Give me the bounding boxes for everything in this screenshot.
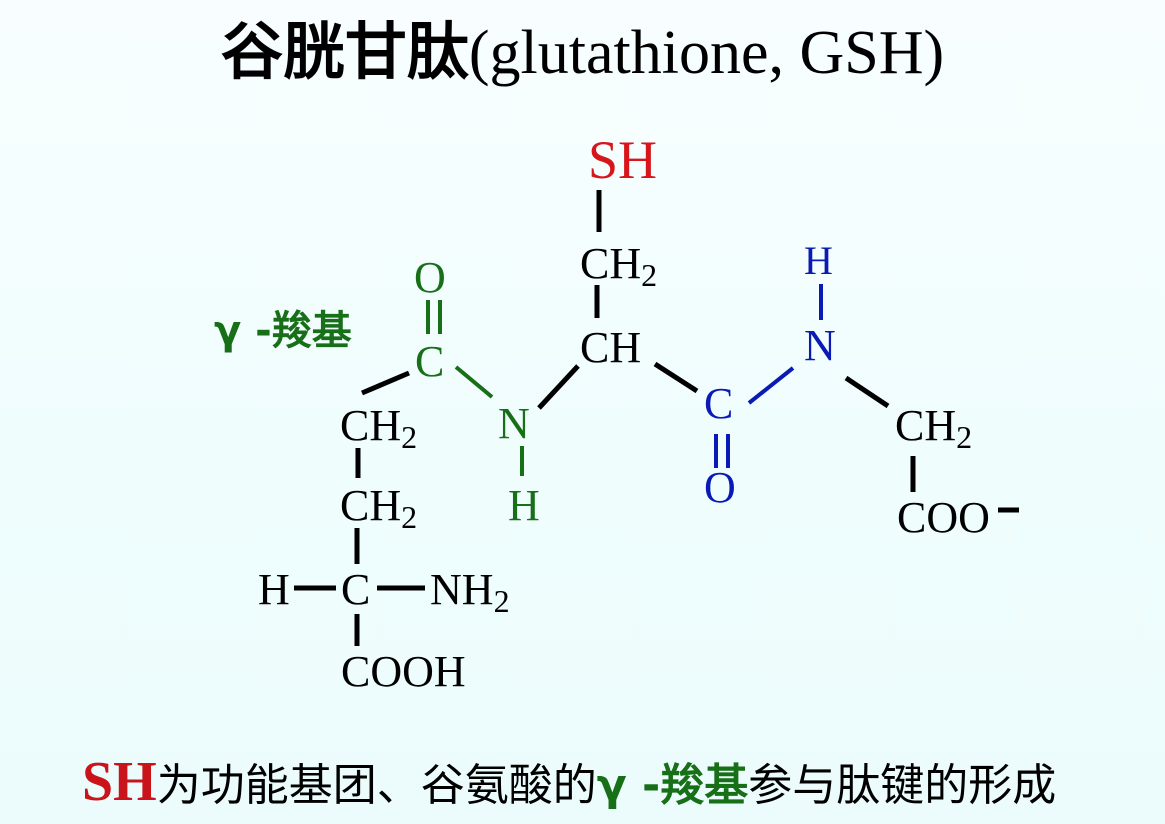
gamma-o: O: [414, 253, 446, 302]
caption: SH为功能基团、谷氨酸的γ -羧基参与肽键的形成: [82, 752, 1056, 816]
glu-cooh: COOH: [341, 647, 466, 696]
caption-gamma: γ -羧基: [596, 760, 749, 811]
gamma-c: C: [415, 337, 444, 386]
glu-nh2: NH2: [430, 565, 510, 619]
bond-c-n-blue: [747, 366, 795, 405]
page-title: 谷胱甘肽(glutathione, GSH): [0, 14, 1165, 91]
caption-part1: 为功能基团、谷氨酸的: [156, 760, 597, 811]
bond-ch-c: [653, 361, 699, 394]
bond-c-n-green: [454, 365, 494, 399]
glu-ch2-a: CH2: [340, 401, 417, 455]
bond-n-ch: [537, 364, 580, 410]
peptide-c: C: [704, 379, 733, 428]
gamma-carboxyl-label: γ -羧基: [214, 308, 352, 354]
bond-c-ch2-glu: [361, 370, 410, 396]
sh-group: SH: [588, 130, 657, 190]
caption-sh: SH: [82, 751, 157, 813]
gamma-h: H: [508, 481, 540, 530]
title-chinese: 谷胱甘肽: [220, 15, 469, 88]
gamma-n: N: [498, 399, 530, 448]
gly-ch2: CH2: [895, 401, 972, 455]
peptide-h: H: [804, 238, 833, 283]
cys-ch: CH: [580, 323, 641, 372]
gly-coo: COO: [897, 493, 990, 542]
cys-ch2: CH2: [580, 239, 657, 293]
title-english: (glutathione, GSH): [468, 19, 945, 87]
caption-part2: 参与肽键的形成: [748, 760, 1057, 811]
peptide-o: O: [704, 463, 736, 512]
glu-c-alpha: C: [341, 565, 370, 614]
bond-n-ch2-gly: [844, 375, 890, 409]
peptide-n: N: [804, 321, 836, 370]
glu-ch2-b: CH2: [340, 481, 417, 535]
glu-h: H: [258, 565, 290, 614]
